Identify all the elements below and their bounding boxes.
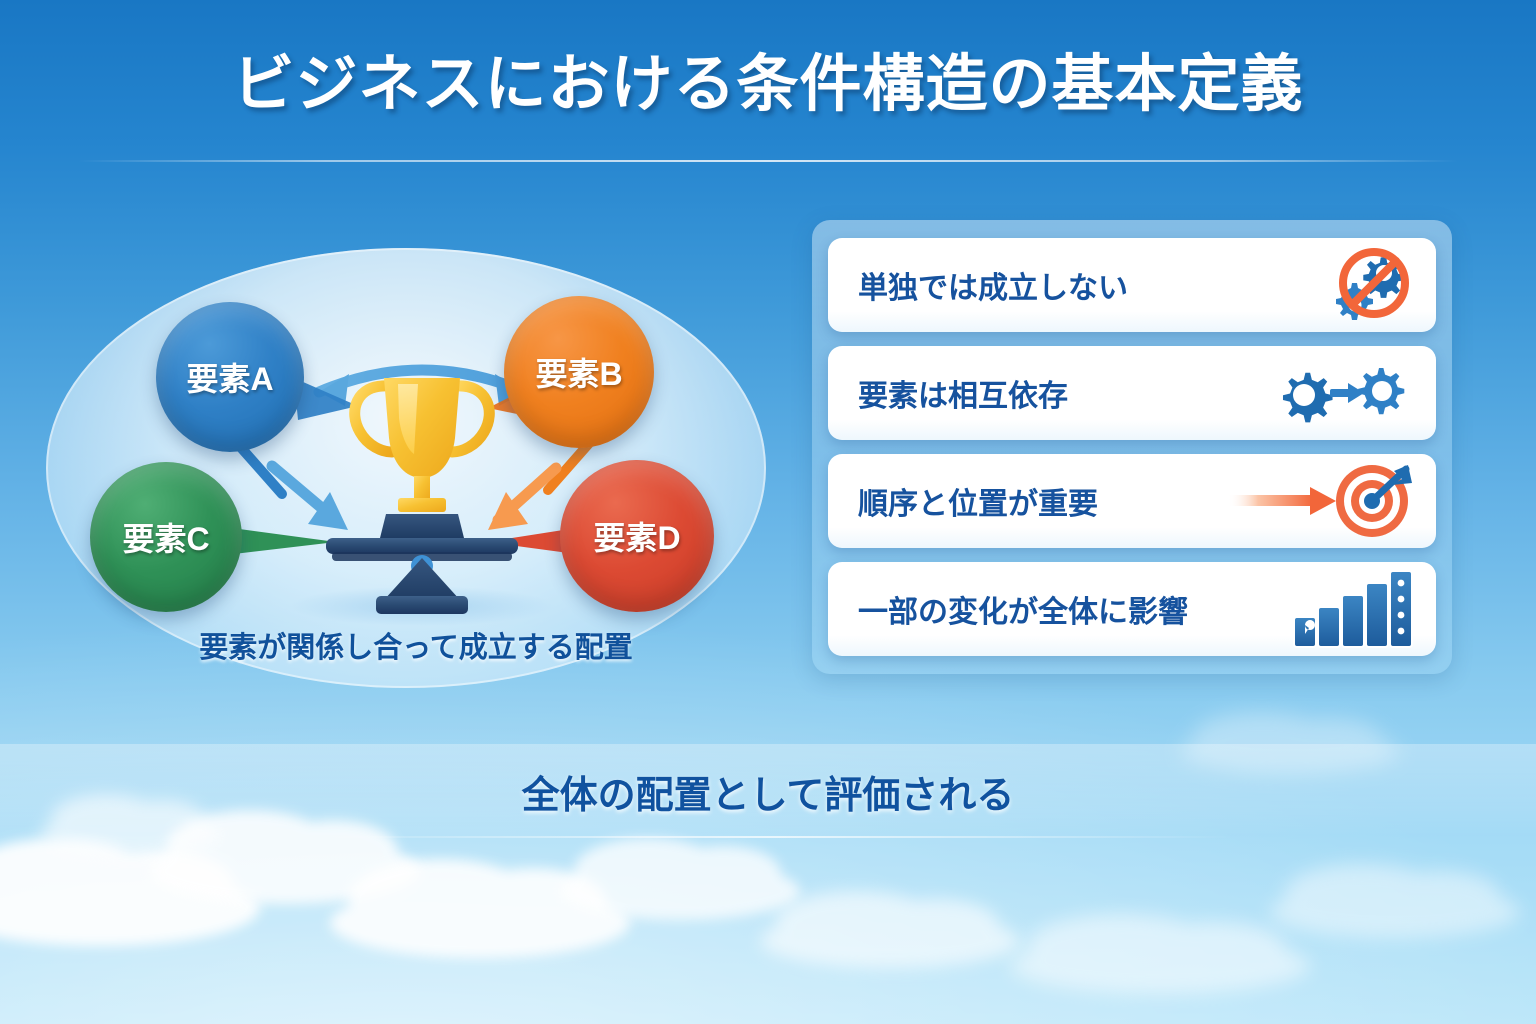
feature-card-1-label: 単独では成立しない bbox=[858, 272, 1128, 305]
footer-text: 全体の配置として評価される bbox=[521, 775, 1015, 817]
feature-card-3[interactable]: 順序と位置が重要 bbox=[828, 454, 1436, 548]
trophy-balance-icon bbox=[326, 378, 518, 614]
title-block: ビジネスにおける条件構造の基本定義 bbox=[0, 52, 1536, 118]
diagram-node-c-label: 要素C bbox=[122, 521, 210, 557]
diagram-node-d[interactable]: 要素D bbox=[560, 460, 714, 612]
ascending-bar-chart-icon bbox=[1290, 567, 1414, 651]
diagram-node-c[interactable]: 要素C bbox=[90, 462, 242, 612]
diagram-backdrop-rim bbox=[46, 248, 766, 688]
title-divider bbox=[78, 160, 1458, 162]
diagram-node-b[interactable]: 要素B bbox=[504, 296, 654, 448]
footer-band bbox=[0, 744, 1536, 836]
relationship-diagram: 要素A 要素B 要素C 要素D 要素が関係し合って成立する配置 bbox=[36, 228, 796, 728]
cloud-decoration bbox=[1010, 914, 1310, 994]
diagram-node-b-label: 要素B bbox=[535, 356, 623, 392]
cloud-decoration bbox=[1180, 711, 1400, 774]
page-title: ビジネスにおける条件構造の基本定義 bbox=[232, 50, 1304, 119]
arrow-target-bullseye-icon bbox=[1224, 459, 1414, 543]
diagram-node-a[interactable]: 要素A bbox=[156, 302, 304, 452]
footer-divider bbox=[300, 836, 1236, 838]
two-gears-arrow-icon bbox=[1274, 353, 1414, 433]
cloud-decoration bbox=[40, 793, 220, 856]
feature-card-4[interactable]: 一部の変化が全体に影響 bbox=[828, 562, 1436, 656]
cloud-decoration bbox=[760, 891, 1020, 968]
diagram-node-d-label: 要素D bbox=[593, 520, 681, 556]
cloud-decoration bbox=[560, 837, 800, 920]
feature-card-2[interactable]: 要素は相互依存 bbox=[828, 346, 1436, 440]
diagram-node-a-label: 要素A bbox=[186, 361, 274, 397]
diagram-caption: 要素が関係し合って成立する配置 bbox=[199, 632, 633, 664]
cloud-decoration bbox=[1270, 864, 1520, 938]
feature-card-2-label: 要素は相互依存 bbox=[858, 380, 1068, 413]
feature-card-1[interactable]: 単独では成立しない bbox=[828, 238, 1436, 332]
no-gears-prohibited-icon bbox=[1322, 243, 1414, 327]
feature-card-panel: 単独では成立しない 要素は相互依存 bbox=[812, 220, 1452, 674]
feature-card-4-label: 一部の変化が全体に影響 bbox=[858, 596, 1188, 629]
feature-card-3-label: 順序と位置が重要 bbox=[858, 488, 1098, 521]
